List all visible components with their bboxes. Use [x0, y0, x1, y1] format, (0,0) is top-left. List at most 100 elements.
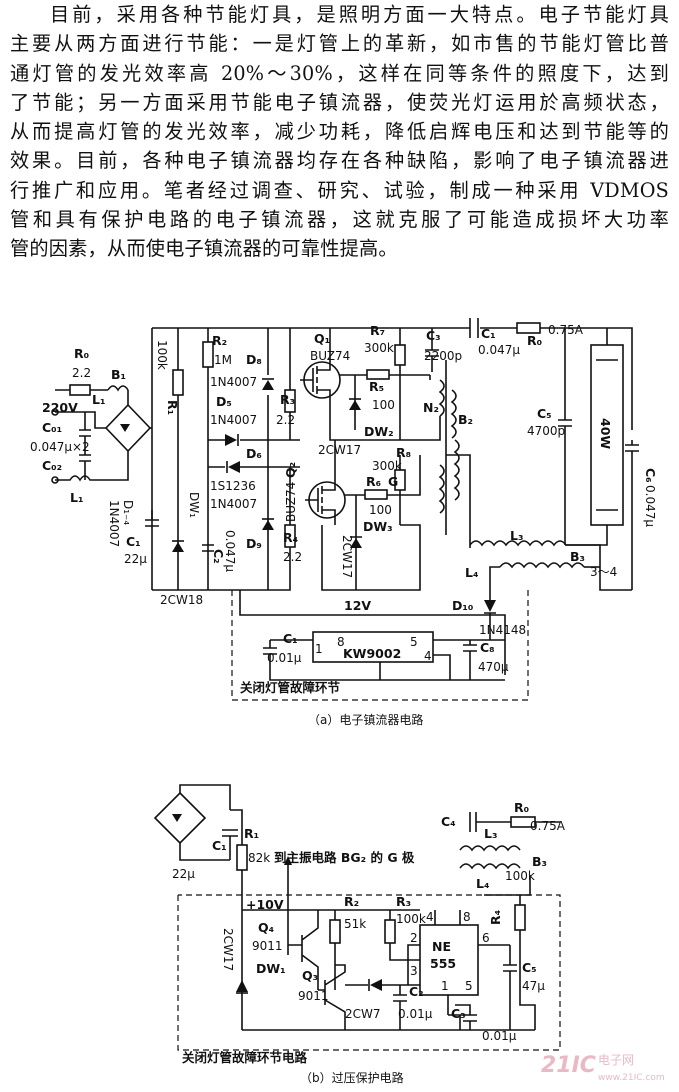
label-l1-bottom: L₁ [70, 490, 83, 505]
label-b-r1-value: 82k [248, 851, 270, 865]
overvoltage-circuit-labels: C₁ 22μ R₁ 82k 到主振电路 BG₂ 的 G 极 C₄ L₃ R₀ 0… [172, 800, 566, 1085]
label-q2-value: BUZ74 [284, 482, 298, 522]
label-r2-value: 1M [214, 353, 232, 367]
label-pin8: 8 [337, 635, 345, 649]
label-r8: R₈ [396, 445, 411, 460]
label-q1-value: BUZ74 [310, 349, 350, 363]
label-b-c2-value: 0.01μ [398, 1007, 433, 1021]
watermark: 21IC 电子网 www.21IC.com [541, 1053, 665, 1083]
label-r7: R₇ [370, 323, 385, 338]
label-r1: R₁ [165, 400, 180, 415]
paragraph-line: 行推广和应用。笔者经过调查、研究、试验，制成一种采用 VDMOS [10, 178, 669, 202]
label-dw3-value: 2CW17 [340, 535, 354, 578]
label-r6: R₆ [366, 474, 381, 489]
label-d10: D₁₀ [452, 598, 473, 613]
label-r0b: R₀ [527, 333, 542, 348]
label-b-pin8: 8 [463, 910, 471, 924]
label-b-q3: Q₃ [302, 968, 318, 983]
label-protect-box: 关闭灯管故障环节 [240, 680, 341, 695]
ballast-circuit-labels: R₀ 2.2 B₁ L₁ 220V C₀₁ 0.047μ×2 C₀₂ L₁ D₁… [30, 323, 658, 727]
label-cc1: C₁ [283, 631, 298, 646]
label-b-r3: R₃ [396, 894, 411, 909]
label-r5: R₅ [369, 379, 384, 394]
label-c6: C₆ [643, 468, 658, 483]
caption-a: （a）电子镇流器电路 [308, 712, 423, 727]
label-d6: D₆ [246, 446, 262, 461]
label-dw2-value: 2CW17 [318, 443, 361, 457]
label-l4: L₄ [465, 565, 478, 580]
label-r5-value: 100 [372, 398, 395, 412]
label-b-c4: C₄ [441, 814, 456, 829]
label-b-dw1-value: 2CW17 [221, 928, 235, 971]
label-b-ic-555: 555 [430, 956, 456, 971]
label-b-pin3: 3 [410, 964, 418, 978]
label-b3-value: 3～4 [590, 565, 617, 579]
label-b-b3: B₃ [532, 854, 547, 869]
label-ic-kw9002: KW9002 [343, 646, 401, 661]
label-220v: 220V [42, 400, 78, 415]
label-b-r1: R₁ [244, 826, 259, 841]
label-2cw18: 2CW18 [160, 593, 203, 607]
label-b-box: 关闭灯管故障环节电路 [182, 1050, 308, 1065]
ballast-circuit [51, 318, 639, 701]
label-b-r4: R₄ [488, 910, 503, 925]
overvoltage-circuit [153, 784, 561, 1051]
label-b-r3-value: 100k [396, 912, 426, 926]
label-b-note: 到主振电路 BG₂ 的 G 极 [274, 850, 415, 865]
label-b-r4-value: 100k [505, 869, 535, 883]
label-c8-value: 470μ [478, 660, 509, 674]
label-b3: B₃ [570, 549, 585, 564]
label-d7-value: 1N4007 [210, 497, 257, 511]
label-b-pin2: 2 [410, 931, 418, 945]
label-r7-value: 300k [364, 341, 394, 355]
label-r0b-value: 0.75A [548, 323, 584, 337]
label-b-c3: C₃ [451, 1006, 466, 1021]
label-b1: B₁ [111, 367, 126, 382]
caption-b: （b）过压保护电路 [300, 1070, 404, 1085]
label-l3: L₃ [510, 528, 523, 543]
label-c5: C₅ [537, 406, 552, 421]
label-b-pin1: 1 [441, 979, 449, 993]
label-r8-value: 300k [372, 459, 402, 473]
label-12v: 12V [344, 598, 371, 613]
label-d8-value: 1N4007 [210, 375, 257, 389]
article-paragraph: 目前，采用各种节能灯具，是照明方面一大特点。电子节能灯具 主要从两方面进行节能：… [0, 0, 679, 264]
label-b-c1: C₁ [212, 838, 227, 853]
label-d10-value: 1N4148 [479, 623, 526, 637]
label-r2: R₂ [212, 333, 227, 348]
label-d8: D₈ [246, 352, 262, 367]
label-b-c2: C₂ [409, 984, 424, 999]
paragraph-line: 效果。目前，各种电子镇流器均存在各种缺陷，影响了电子镇流器进 [10, 149, 669, 173]
label-r6-value: 100 [369, 503, 392, 517]
label-c2: C₂ [211, 549, 226, 564]
label-pin1: 1 [315, 642, 323, 656]
label-b-ic-ne: NE [432, 939, 451, 954]
label-b-pin6: 6 [482, 931, 490, 945]
label-dw2: DW₂ [364, 424, 394, 439]
label-d14-value: 1N4007 [107, 500, 121, 547]
label-c3-value: 2200p [424, 349, 462, 363]
paragraph-line: 通灯管的发光效率高 20%～30%，这样在同等条件的照度下，达到 [10, 61, 669, 85]
label-b-l3: L₃ [484, 826, 497, 841]
label-d14: D₁₋₄ [121, 500, 135, 525]
label-d6-value: 1S1236 [210, 479, 256, 493]
label-dw1: DW₁ [187, 492, 201, 518]
label-b-r2: R₂ [344, 894, 359, 909]
label-c2-value: 0.047μ [223, 530, 237, 572]
paragraph-line: 主要从两方面进行节能：一是灯管上的革新，如市售的节能灯管比普 [10, 32, 669, 56]
label-c3: C₃ [426, 328, 441, 343]
label-c5-value: 4700p [527, 424, 565, 438]
watermark-suffix: 电子网 [598, 1053, 634, 1067]
label-pin5: 5 [410, 635, 418, 649]
label-b-pin5: 5 [465, 979, 473, 993]
label-r0: R₀ [74, 346, 89, 361]
label-c8: C₈ [480, 640, 495, 655]
label-c6-value: 0.047μ [643, 485, 657, 527]
label-d9: D₉ [246, 536, 262, 551]
label-b-q4-value: 9011 [252, 939, 283, 953]
label-c1: C₁ [126, 534, 141, 549]
label-lamp: 40W [598, 418, 613, 449]
label-pin4: 4 [424, 649, 432, 663]
paragraph-line: 目前，采用各种节能灯具，是照明方面一大特点。电子节能灯具 [50, 3, 669, 26]
paragraph-line: 管的因素，从而使电子镇流器的可靠性提高。 [10, 237, 398, 261]
